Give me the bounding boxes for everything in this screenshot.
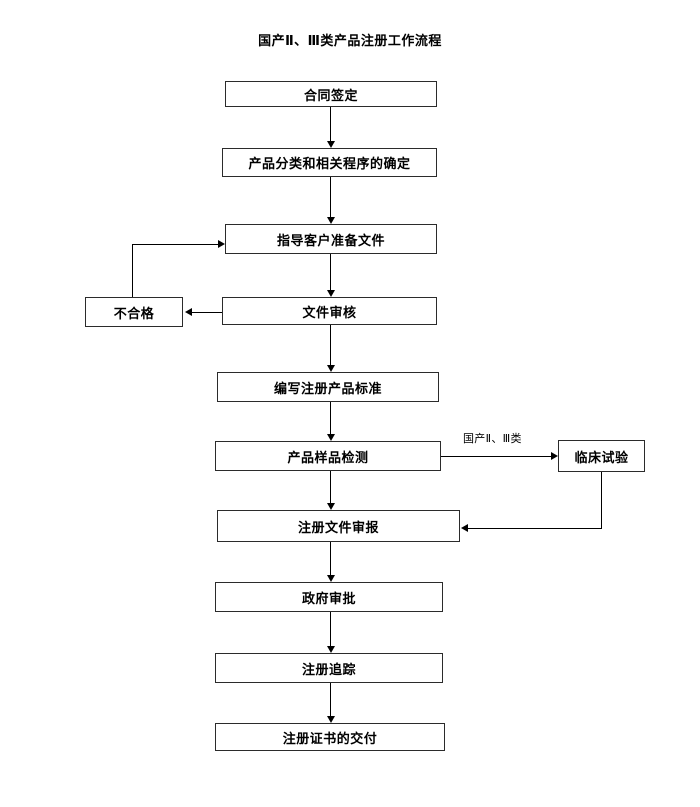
connector-unqualified-feedback-vertical: [132, 244, 133, 297]
arrowhead-unqualified-in: [185, 308, 192, 316]
node-unqualified[interactable]: 不合格: [85, 297, 183, 327]
arrowhead-guide-feedback-in: [218, 240, 225, 248]
node-write-std-label: 编写注册产品标准: [273, 381, 382, 397]
connector-sample-test-to-clinical: [441, 456, 551, 457]
arrowhead-classify-in: [327, 141, 335, 148]
node-contract[interactable]: 合同签定: [225, 81, 437, 107]
connector-review-docs-to-write-std: [330, 325, 331, 365]
node-gov-approval-label: 政府审批: [301, 591, 356, 607]
node-contract-label: 合同签定: [303, 88, 358, 104]
connector-write-std-to-sample-test: [330, 402, 331, 434]
node-tracking[interactable]: 注册追踪: [215, 653, 443, 683]
page-title: 国产Ⅱ、Ⅲ类产品注册工作流程: [258, 34, 442, 49]
connector-submit-docs-to-gov-approval: [330, 542, 331, 575]
connector-clinical-return-vertical: [601, 472, 602, 528]
node-submit-docs-label: 注册文件审报: [297, 520, 379, 536]
node-certificate-label: 注册证书的交付: [282, 731, 378, 747]
node-review-docs[interactable]: 文件审核: [222, 297, 437, 325]
arrowhead-clinical-in: [551, 452, 558, 460]
arrowhead-review-docs-in: [327, 290, 335, 297]
node-unqualified-label: 不合格: [113, 306, 155, 322]
connector-gov-approval-to-tracking: [330, 612, 331, 646]
connector-review-docs-to-unqualified: [192, 312, 222, 313]
arrowhead-gov-approval-in: [327, 575, 335, 582]
node-tracking-label: 注册追踪: [301, 662, 356, 678]
edge-label-domestic-class: 国产Ⅱ、Ⅲ类: [463, 432, 522, 445]
node-guide[interactable]: 指导客户准备文件: [225, 224, 437, 254]
node-clinical[interactable]: 临床试验: [558, 440, 645, 472]
arrowhead-guide-in: [327, 217, 335, 224]
node-write-std[interactable]: 编写注册产品标准: [217, 372, 439, 402]
connector-classify-to-guide: [330, 177, 331, 217]
node-review-docs-label: 文件审核: [302, 305, 357, 321]
connector-contract-to-classify: [330, 107, 331, 141]
node-sample-test-label: 产品样品检测: [287, 450, 369, 466]
connector-sample-test-to-submit-docs: [330, 471, 331, 503]
connector-clinical-return-horizontal: [468, 528, 602, 529]
connector-tracking-to-certificate: [330, 683, 331, 716]
node-classify-label: 产品分类和相关程序的确定: [248, 157, 411, 172]
connector-guide-to-review-docs: [330, 254, 331, 290]
arrowhead-submit-docs-return-in: [461, 524, 468, 532]
arrowhead-sample-test-in: [327, 434, 335, 441]
node-gov-approval[interactable]: 政府审批: [215, 582, 443, 612]
arrowhead-certificate-in: [327, 716, 335, 723]
node-certificate[interactable]: 注册证书的交付: [215, 723, 445, 751]
arrowhead-write-std-in: [327, 365, 335, 372]
node-submit-docs[interactable]: 注册文件审报: [217, 510, 460, 542]
node-guide-label: 指导客户准备文件: [276, 233, 385, 249]
node-sample-test[interactable]: 产品样品检测: [215, 441, 441, 471]
arrowhead-submit-docs-in: [327, 503, 335, 510]
node-classify[interactable]: 产品分类和相关程序的确定: [222, 148, 437, 177]
node-clinical-label: 临床试验: [574, 450, 629, 466]
connector-unqualified-feedback-horizontal: [132, 244, 218, 245]
arrowhead-tracking-in: [327, 646, 335, 653]
